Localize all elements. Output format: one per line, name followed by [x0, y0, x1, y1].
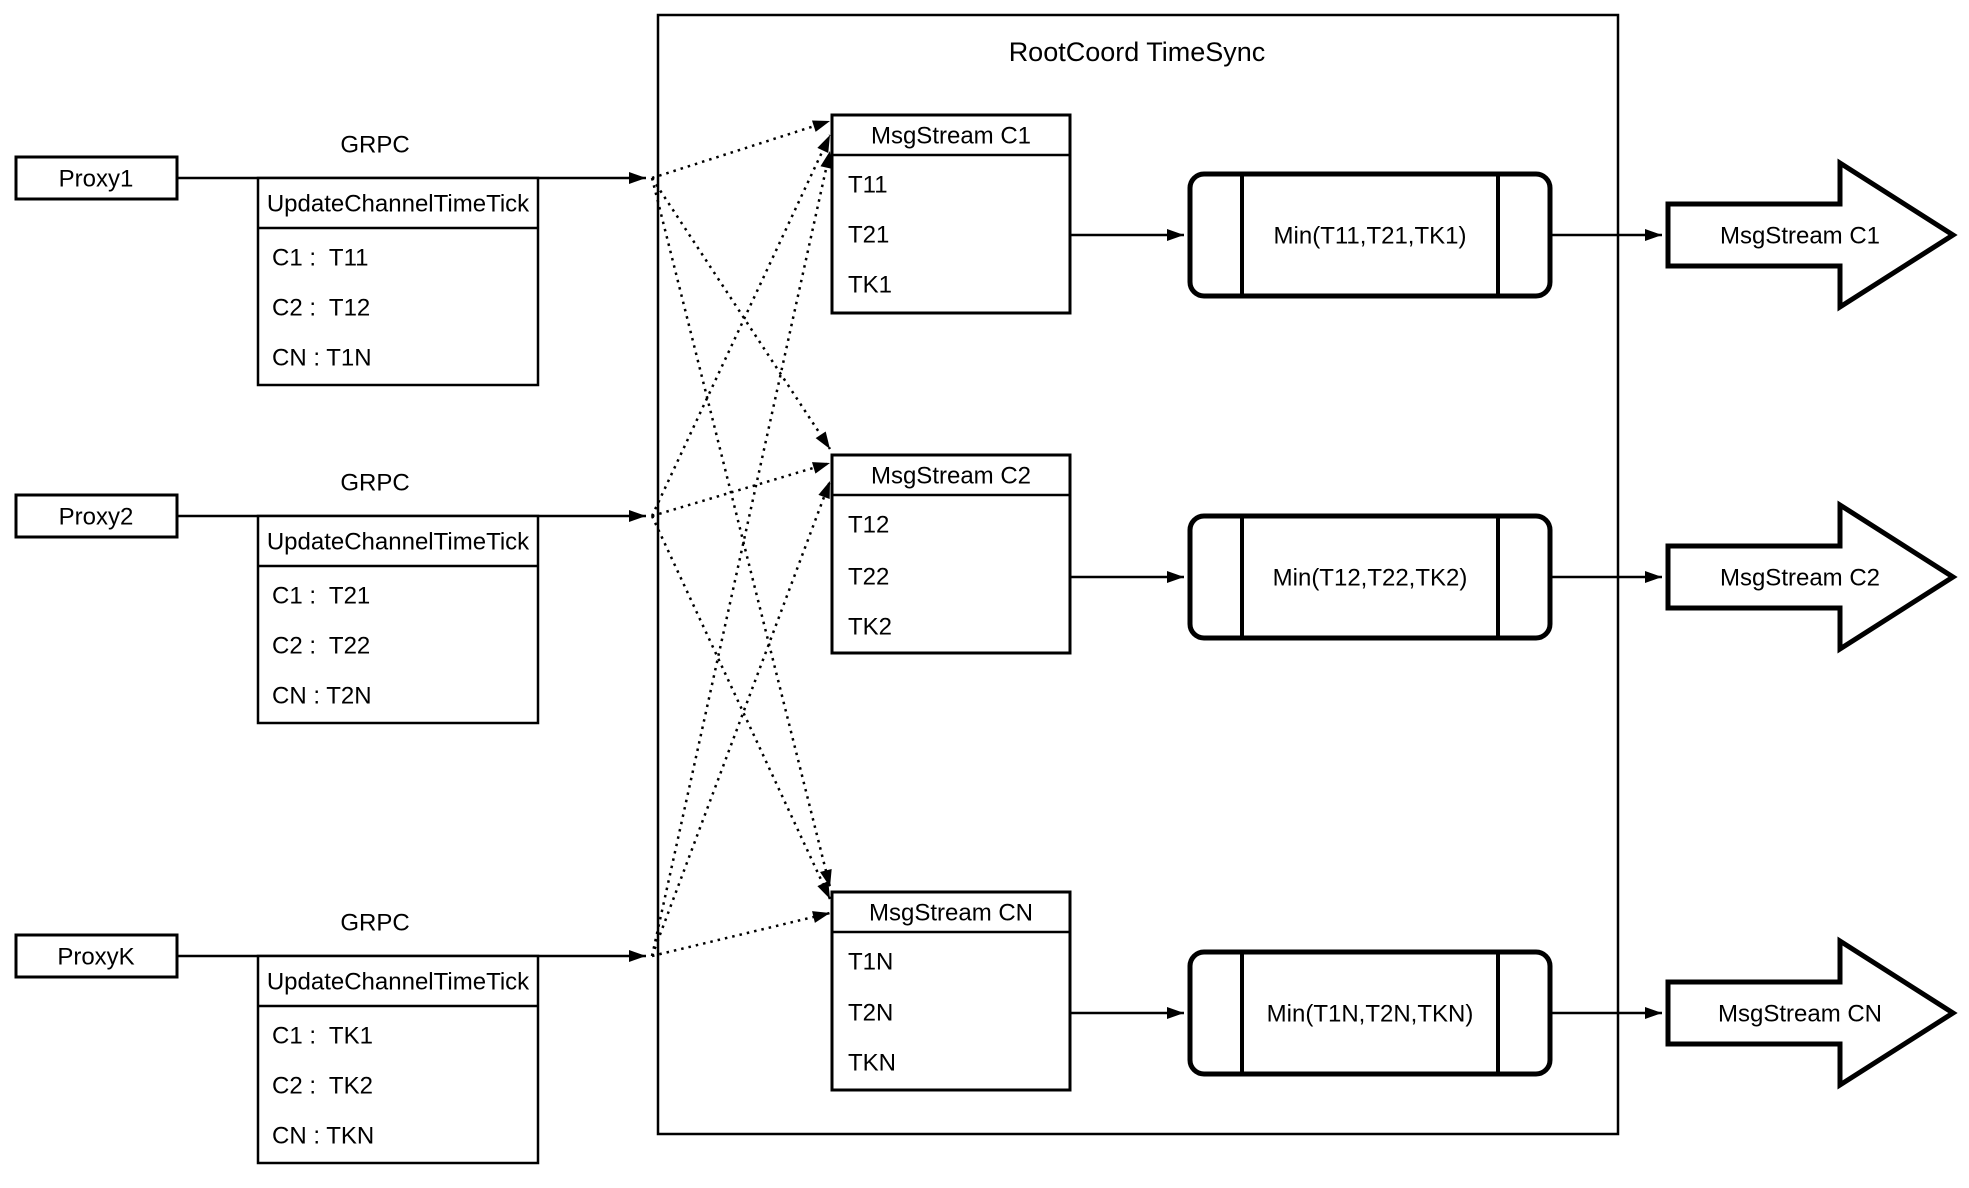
stream-table-c1-header: MsgStream C1 [871, 123, 1031, 150]
fan-arrow-pk-cn [651, 911, 831, 958]
proxy1-group: Proxy1 GRPC UpdateChannelTimeTick C1 : T… [14, 132, 646, 387]
update-table-row: C2 : TK2 [272, 1073, 373, 1100]
update-table-row: C1 : T21 [272, 583, 370, 610]
min-label-c1: Min(T11,T21,TK1) [1274, 223, 1467, 250]
fan-arrow-p2-cn [650, 515, 832, 900]
update-table-row: C2 : T12 [272, 295, 370, 322]
stream-row: TK1 [848, 272, 892, 299]
proxy2-label: Proxy2 [59, 504, 134, 531]
update-table-row: CN : T1N [272, 345, 372, 372]
grpc-label-1: GRPC [340, 132, 409, 159]
min-label-c2: Min(T12,T22,TK2) [1273, 565, 1468, 592]
proxy2-group: Proxy2 GRPC UpdateChannelTimeTick C1 : T… [14, 470, 646, 725]
stream-row: T22 [848, 564, 889, 591]
stream-row: T12 [848, 512, 889, 539]
stream-table-cn [830, 890, 1072, 1092]
stream-c1-group: MsgStream C1 T11 T21 TK1 Min(T11,T21,TK1… [830, 113, 1958, 315]
proxy1-label: Proxy1 [59, 166, 134, 193]
output-arrow-c1 [1665, 158, 1958, 312]
grpc-label-2: GRPC [340, 470, 409, 497]
update-table-row: C1 : TK1 [272, 1023, 373, 1050]
proxy2-box [14, 493, 179, 539]
stream-row: T2N [848, 1000, 893, 1027]
fan-arrow-p2-c1 [650, 134, 832, 517]
grpc-label-3: GRPC [340, 910, 409, 937]
stream-table-cn-header: MsgStream CN [869, 900, 1033, 927]
min-label-cn: Min(T1N,T2N,TKN) [1267, 1001, 1474, 1028]
update-table-row: CN : TKN [272, 1123, 374, 1150]
output-arrow-c2 [1665, 500, 1958, 654]
update-table-1 [256, 176, 540, 387]
update-table-1-header: UpdateChannelTimeTick [267, 191, 530, 218]
output-arrow-cn-label: MsgStream CN [1718, 1001, 1882, 1028]
stream-row: T11 [848, 172, 888, 199]
stream-row: T1N [848, 949, 893, 976]
timetick-fan-arrows [650, 119, 833, 958]
fan-arrow-pk-c2 [650, 480, 832, 957]
stream-c2-group: MsgStream C2 T12 T22 TK2 Min(T12,T22,TK2… [830, 453, 1958, 655]
output-arrow-c1-label: MsgStream C1 [1720, 223, 1880, 250]
fan-arrow-p1-c2 [650, 177, 832, 450]
update-table-3 [256, 954, 540, 1165]
update-table-3-header: UpdateChannelTimeTick [267, 969, 530, 996]
fan-arrow-p2-c2 [651, 461, 831, 518]
fan-arrow-p1-cn [650, 177, 832, 888]
proxy1-box [14, 155, 179, 201]
update-table-row: CN : T2N [272, 683, 372, 710]
stream-row: TKN [848, 1050, 896, 1077]
fan-arrow-p1-c1 [651, 119, 831, 180]
proxyk-box [14, 933, 179, 979]
proxyk-group: ProxyK GRPC UpdateChannelTimeTick C1 : T… [14, 910, 646, 1165]
update-table-row: C2 : T22 [272, 633, 370, 660]
stream-table-c1 [830, 113, 1072, 315]
stream-table-c2-header: MsgStream C2 [871, 463, 1031, 490]
stream-row: T21 [848, 222, 889, 249]
update-table-2 [256, 514, 540, 725]
proxyk-label: ProxyK [57, 944, 134, 971]
update-table-2-header: UpdateChannelTimeTick [267, 529, 530, 556]
stream-row: TK2 [848, 614, 892, 641]
update-table-row: C1 : T11 [272, 245, 369, 272]
output-arrow-cn [1665, 936, 1958, 1090]
rootcoord-title: RootCoord TimeSync [1009, 37, 1266, 67]
fan-arrow-pk-c1 [650, 150, 833, 957]
output-arrow-c2-label: MsgStream C2 [1720, 565, 1880, 592]
stream-cn-group: MsgStream CN T1N T2N TKN Min(T1N,T2N,TKN… [830, 890, 1958, 1092]
stream-table-c2 [830, 453, 1072, 655]
